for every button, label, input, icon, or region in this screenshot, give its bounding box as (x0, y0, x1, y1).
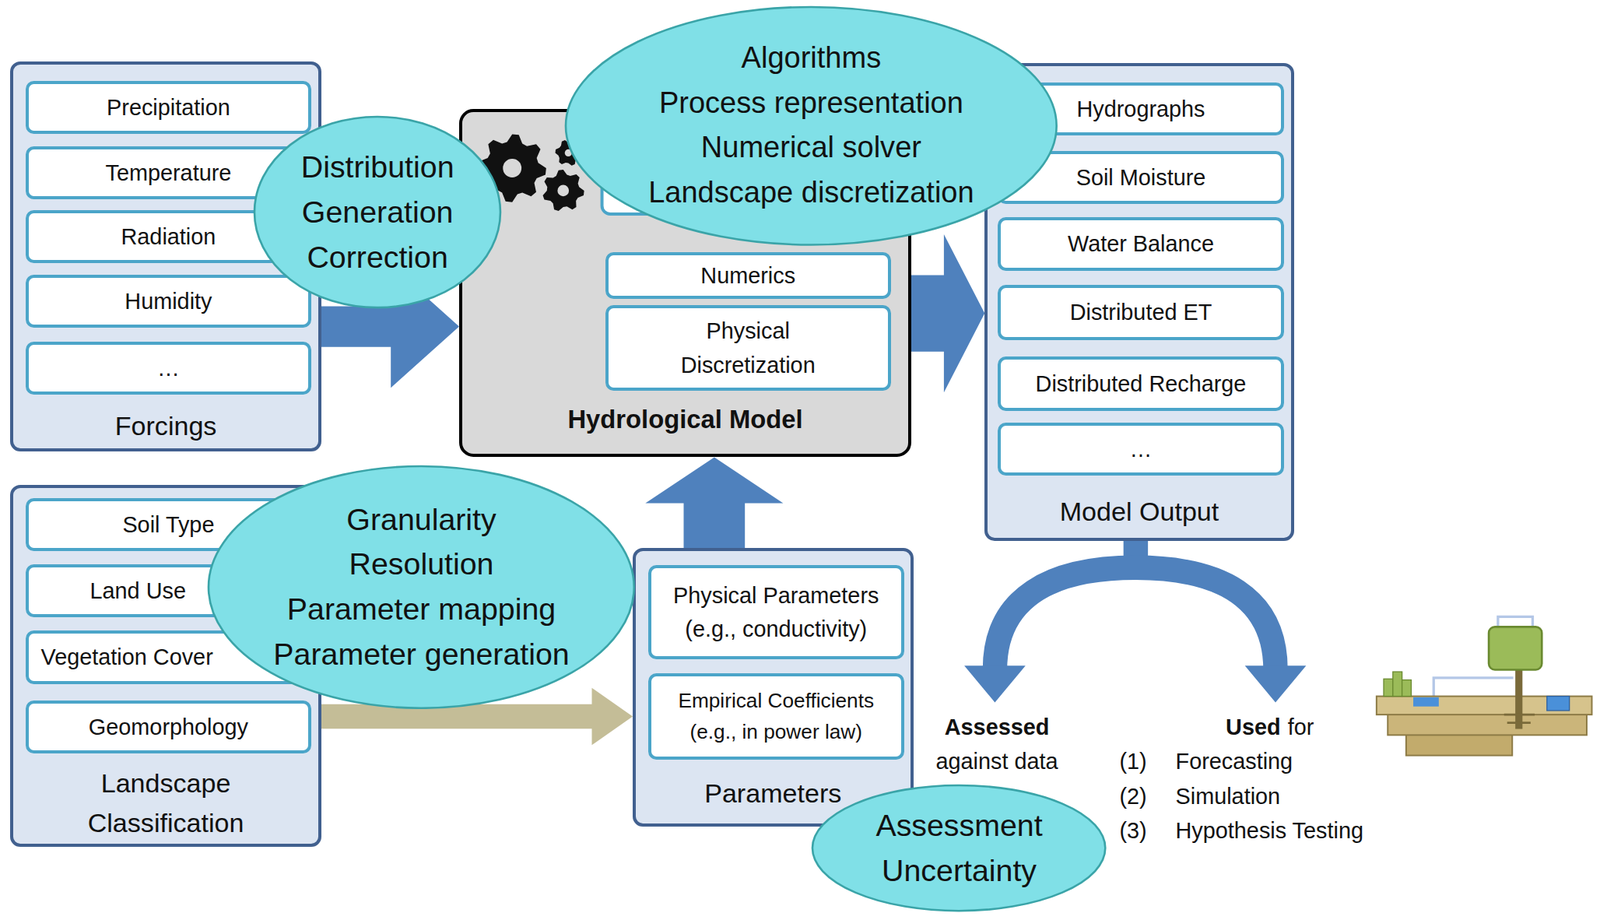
ellipse-outline (812, 785, 1106, 911)
arrow-head (1245, 665, 1307, 702)
box-label: Numerics (700, 261, 796, 290)
landscape-illustration (1376, 616, 1593, 755)
label: against data (936, 748, 1059, 775)
water-tank (1547, 696, 1570, 711)
gear (543, 169, 585, 211)
ellipse-outline (254, 116, 501, 308)
block-arrow (645, 456, 783, 548)
box-label: … (1129, 435, 1153, 464)
panel-heading: Hydrological Model (462, 403, 909, 436)
box-label: Soil Type (122, 510, 215, 539)
box-label: Geomorphology (88, 712, 249, 741)
label: (2) (1119, 782, 1147, 809)
label: (3) (1119, 817, 1147, 844)
callout-ellipse: Distribution Generation Correction (252, 115, 502, 309)
box-label: Vegetation Cover (41, 642, 214, 671)
ellipse-outline (565, 7, 1057, 246)
item-box: … (25, 341, 312, 395)
callout-text: Assessment Uncertainty (875, 803, 1043, 893)
label-bold: Assessed (944, 713, 1050, 740)
item-box: … (997, 422, 1284, 476)
label: Forecasting (1175, 748, 1294, 775)
shrub (1402, 680, 1412, 697)
callout-ellipse: Granularity Resolution Parameter mapping… (207, 464, 636, 710)
panel-heading: Forcings (13, 409, 319, 443)
box-label: Radiation (121, 222, 217, 251)
roots (1504, 714, 1535, 723)
item-box: Distributed Recharge (997, 356, 1284, 412)
item-box: Numerics (605, 252, 892, 299)
item-box: Physical Discretization (605, 305, 892, 391)
label: for (1287, 713, 1315, 740)
shrub (1383, 678, 1393, 696)
panel-heading: Landscape Classification (13, 763, 319, 843)
ellipse-outline (208, 466, 635, 709)
callout-text: Distribution Generation Correction (301, 144, 455, 280)
box-label: Temperature (105, 158, 232, 187)
item-box: Distributed ET (997, 284, 1284, 341)
label: Simulation (1175, 782, 1281, 809)
tree-trunk (1515, 665, 1523, 729)
label: Hypothesis Testing (1175, 817, 1364, 844)
box-label: Physical Parameters (e.g., conductivity) (673, 578, 879, 647)
terrace-bottom (1406, 733, 1513, 756)
group-panel: ParametersPhysical Parameters (e.g., con… (632, 547, 914, 827)
item-box: Geomorphology (25, 700, 312, 754)
terrace-top (1376, 696, 1593, 716)
box-label: Land Use (90, 576, 186, 605)
label: (1) (1119, 748, 1147, 775)
box-label: … (157, 354, 180, 383)
callout-ellipse: Algorithms Process representation Numeri… (564, 5, 1059, 246)
block-arrow (911, 234, 985, 393)
gear (478, 134, 547, 203)
item-box: Precipitation (25, 80, 312, 134)
ellipse-shape (810, 783, 1107, 913)
box-label: Soil Moisture (1076, 163, 1207, 192)
box-label: Precipitation (106, 93, 231, 122)
ellipse-shape (207, 464, 636, 710)
item-box: Physical Parameters (e.g., conductivity) (648, 564, 905, 660)
item-box: Empirical Coefficients (e.g., in power l… (648, 673, 905, 759)
box-label: Hydrographs (1076, 94, 1205, 123)
box-label: Water Balance (1067, 229, 1215, 258)
split-arrow-arc (994, 567, 1276, 670)
terrace-middle (1387, 712, 1587, 736)
box-label: Humidity (124, 287, 212, 316)
water-pond (1413, 697, 1439, 707)
box-label: Empirical Coefficients (e.g., in power l… (677, 685, 874, 748)
gear-hole (557, 185, 569, 197)
item-box: Water Balance (997, 217, 1284, 271)
panel-heading: Model Output (987, 494, 1291, 529)
tree-crown (1488, 626, 1542, 670)
gear-hole (502, 158, 522, 178)
split-arrow (994, 539, 1276, 671)
callout-text: Granularity Resolution Parameter mapping… (273, 497, 569, 678)
shrub (1392, 671, 1403, 696)
arrow-head (964, 665, 1026, 702)
callout-text: Algorithms Process representation Numeri… (648, 35, 974, 216)
box-label: Distributed Recharge (1035, 369, 1247, 398)
box-label: Physical Discretization (680, 313, 816, 383)
box-label: Distributed ET (1070, 298, 1213, 327)
callout-ellipse: Assessment Uncertainty (810, 783, 1107, 913)
item-box: Humidity (25, 274, 312, 328)
label-bold: Used (1225, 713, 1281, 740)
